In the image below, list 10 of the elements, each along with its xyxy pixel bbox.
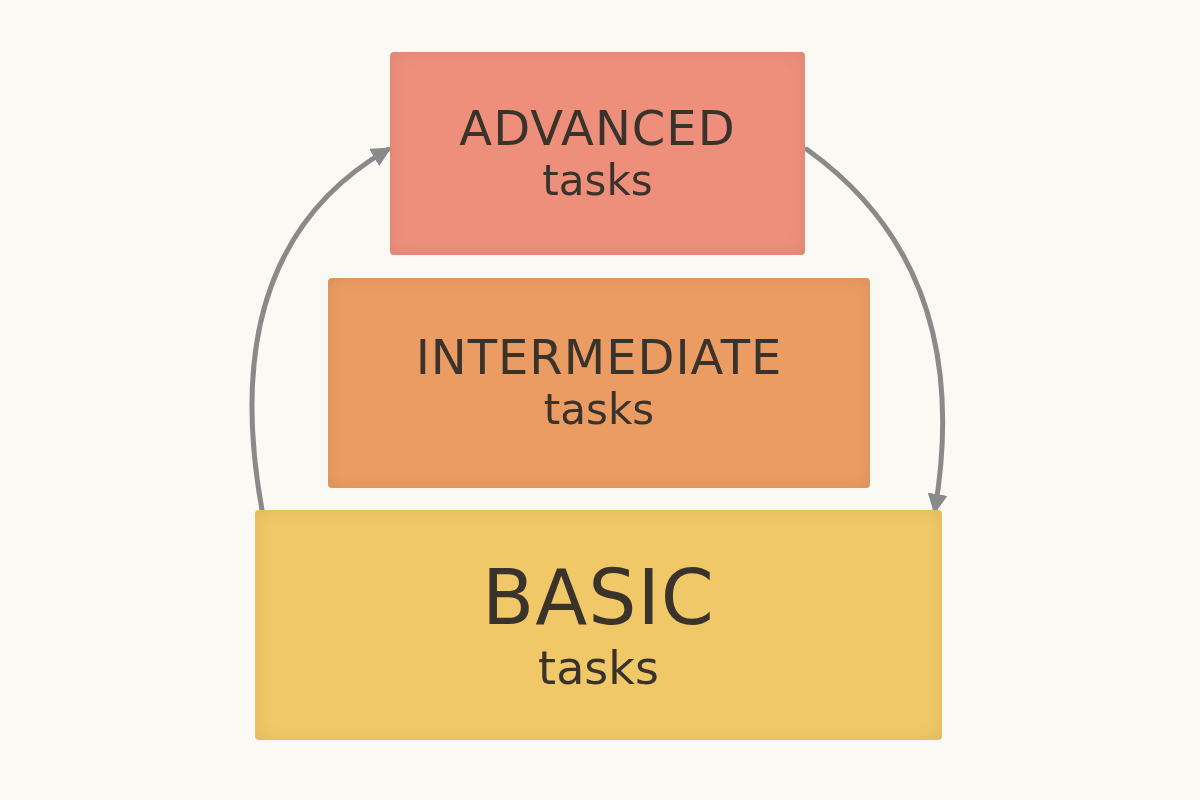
level-subtitle: tasks	[543, 385, 655, 436]
level-title: INTERMEDIATE	[415, 330, 783, 386]
task-level-box	[255, 510, 942, 740]
level-subtitle: tasks	[538, 641, 659, 697]
level-title: BASIC	[482, 553, 715, 642]
task-level-box	[328, 278, 870, 488]
task-level-box	[390, 52, 805, 255]
curved-arrow	[249, 146, 392, 513]
level-title: ADVANCED	[459, 100, 736, 156]
level-subtitle: tasks	[542, 155, 653, 207]
